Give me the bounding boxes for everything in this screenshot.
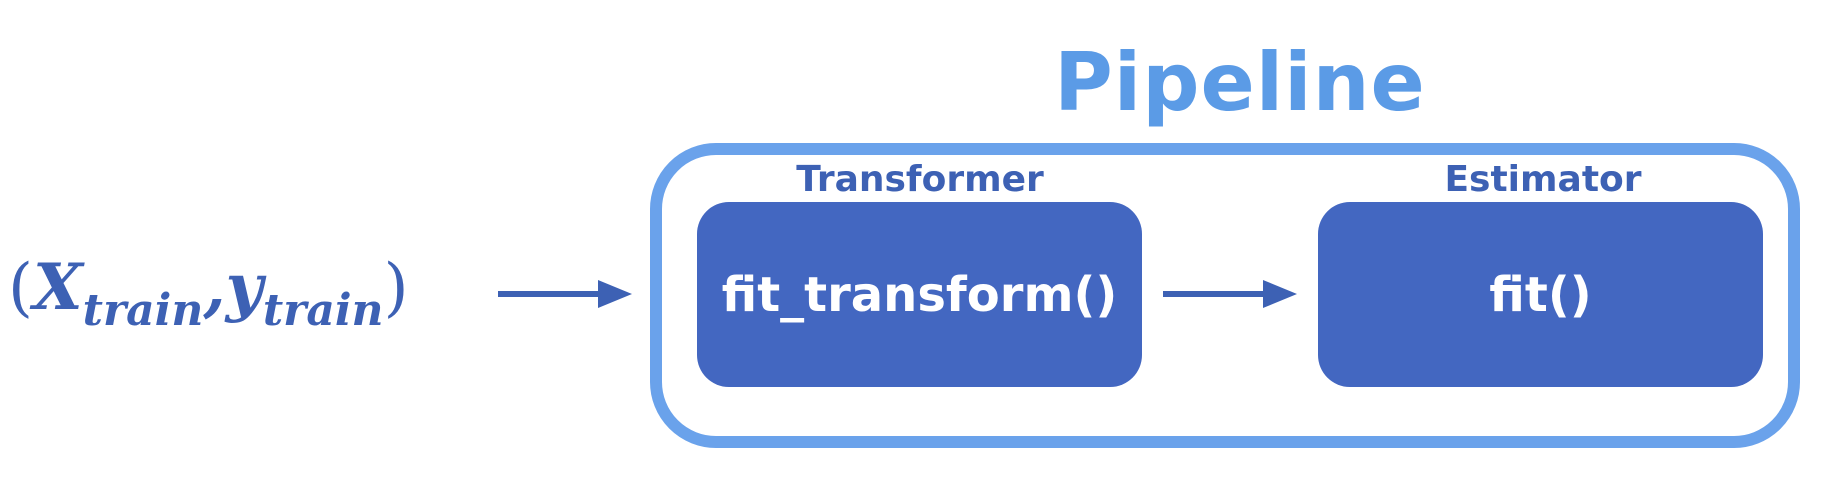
transformer-method: fit_transform(): [721, 266, 1118, 323]
x-symbol: X: [32, 250, 83, 325]
transformer-box: fit_transform(): [697, 202, 1142, 387]
estimator-box: fit(): [1318, 202, 1763, 387]
open-paren: (: [8, 251, 33, 325]
x-subscript: train: [82, 285, 204, 336]
y-symbol: y: [225, 250, 263, 325]
estimator-label: Estimator: [1444, 159, 1642, 200]
transformer-label: Transformer: [796, 159, 1044, 200]
close-paren: ): [383, 251, 409, 325]
estimator-method: fit(): [1489, 266, 1592, 323]
input-data-tuple: (Xtrain,ytrain): [8, 248, 409, 333]
y-subscript: train: [262, 285, 384, 336]
input-arrow-icon: [498, 272, 633, 316]
stage-arrow-icon: [1163, 272, 1298, 316]
tuple-separator: ,: [203, 250, 226, 325]
pipeline-title: Pipeline: [1054, 36, 1426, 129]
pipeline-container: [650, 143, 1800, 448]
